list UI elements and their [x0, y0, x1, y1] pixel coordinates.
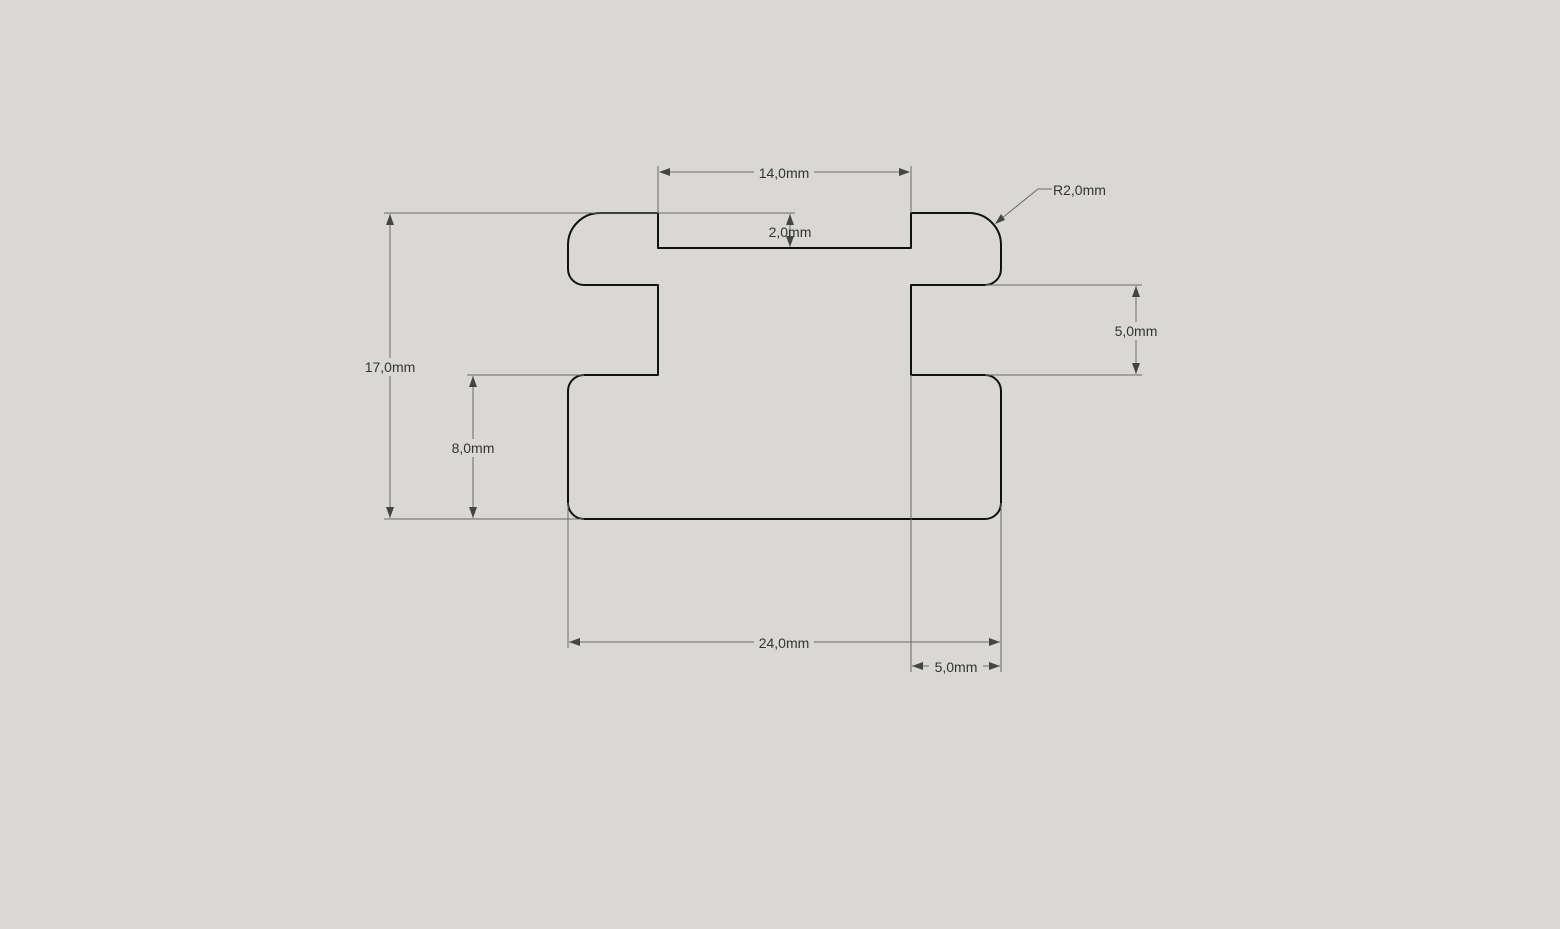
dim-total-height: 17,0mm — [360, 212, 600, 520]
dim-top-width: 14,0mm — [657, 163, 912, 213]
dim-top-depth: 2,0mm — [600, 212, 812, 247]
dim-lower-height: 8,0mm — [446, 374, 584, 518]
dim-total-width: 24,0mm — [567, 503, 1002, 672]
dim-side-width-label: 5,0mm — [935, 659, 978, 675]
dim-lower-height-label: 8,0mm — [452, 440, 495, 456]
dim-top-depth-label: 2,0mm — [769, 224, 812, 240]
dim-slot-height: 5,0mm — [985, 284, 1164, 376]
dim-total-height-label: 17,0mm — [365, 359, 416, 375]
dim-top-width-label: 14,0mm — [759, 165, 810, 181]
dim-radius: R2,0mm — [995, 182, 1106, 224]
dim-side-width: 5,0mm — [910, 375, 1000, 675]
dim-total-width-label: 24,0mm — [759, 635, 810, 651]
dim-radius-label: R2,0mm — [1053, 182, 1106, 198]
profile-outline — [567, 212, 1002, 520]
dim-slot-height-label: 5,0mm — [1115, 323, 1158, 339]
